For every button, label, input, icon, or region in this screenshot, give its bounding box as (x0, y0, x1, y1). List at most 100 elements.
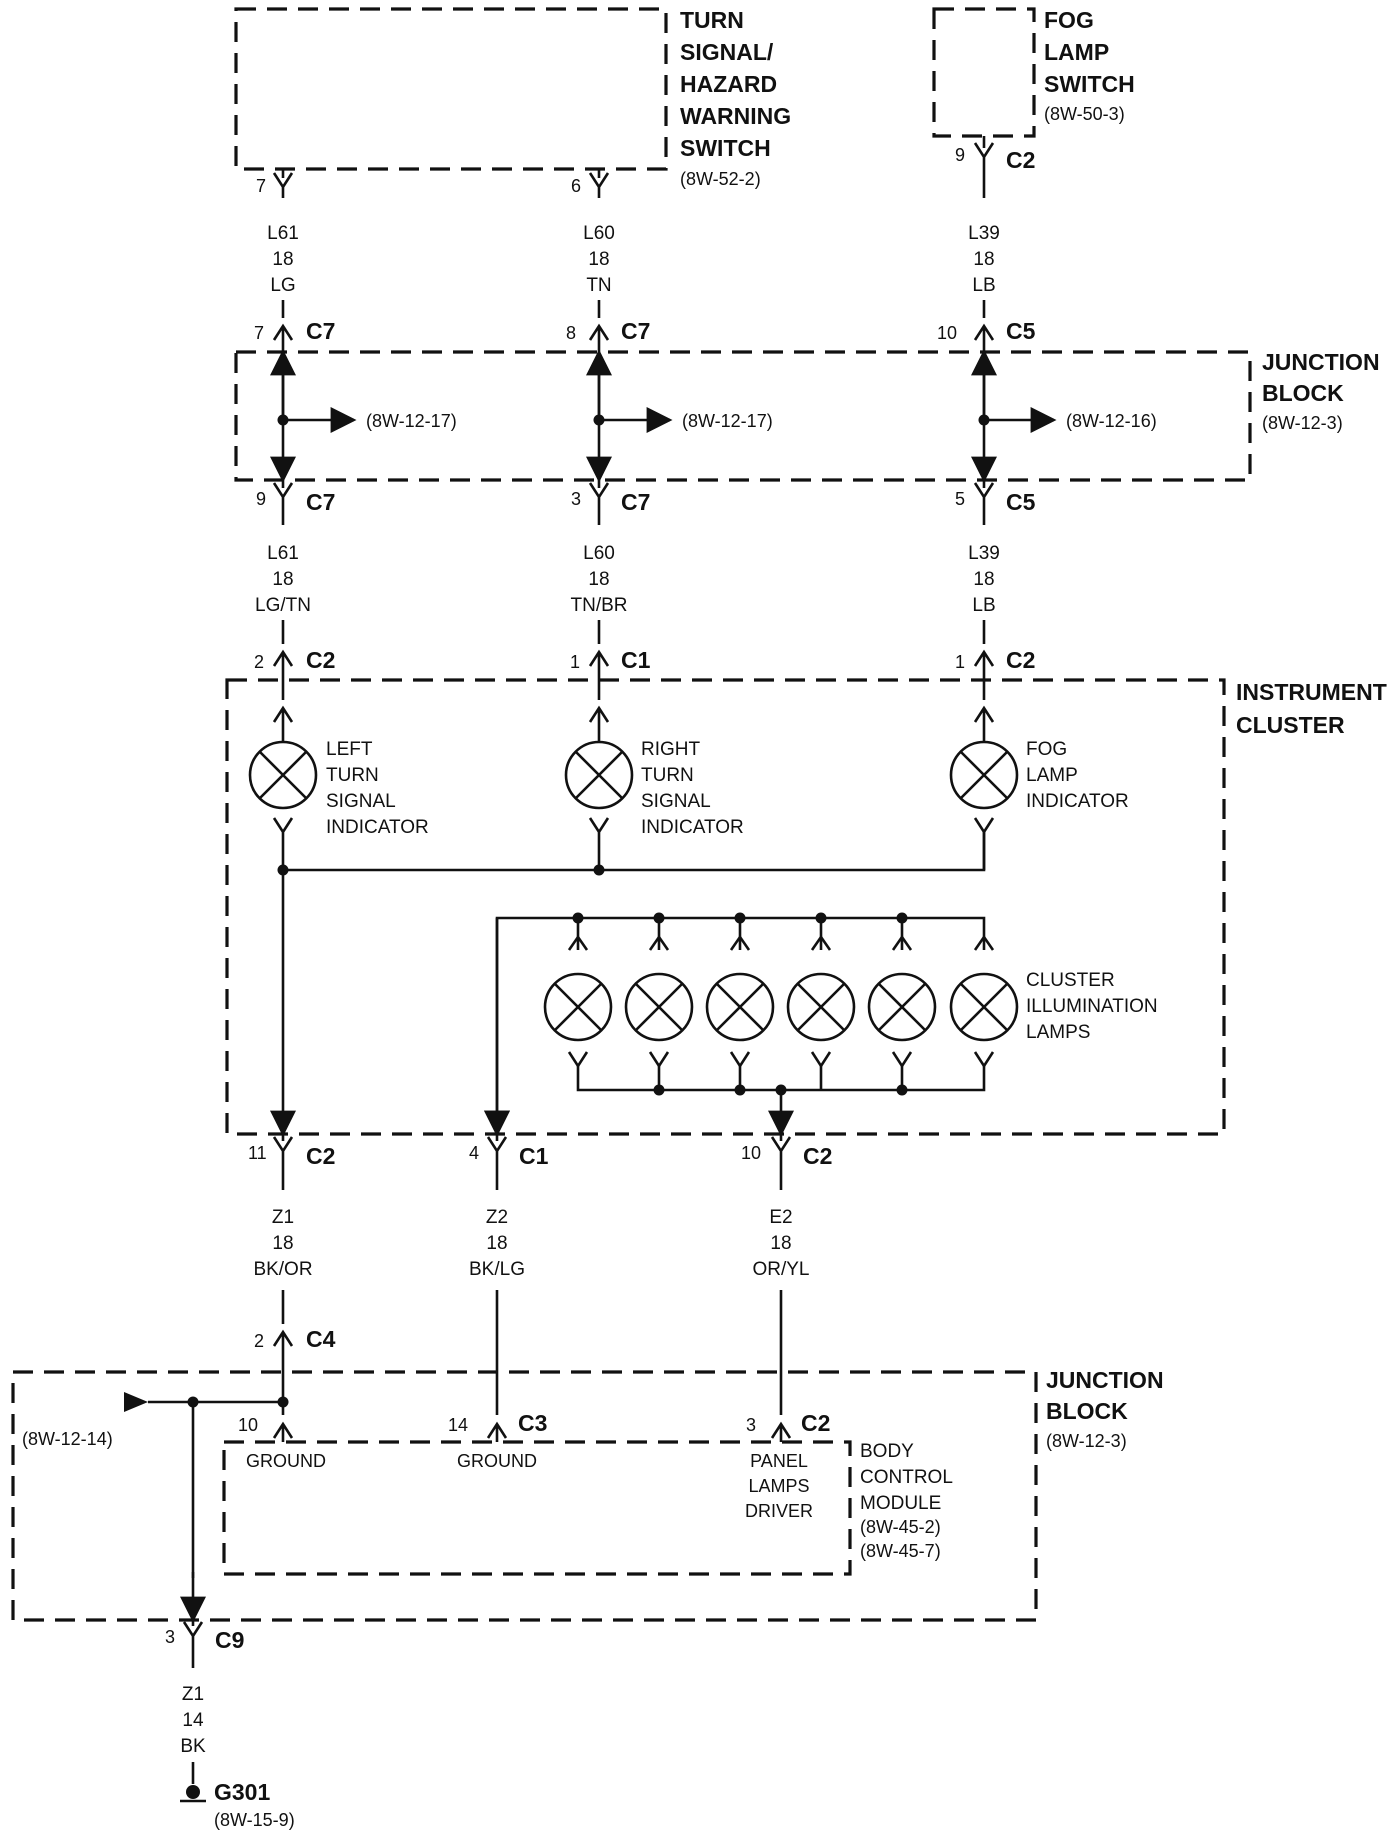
turn-switch-ref: (8W-52-2) (680, 169, 761, 189)
connector-jb2-c9-pin3: 3 C9 (165, 1620, 244, 1668)
svg-text:C9: C9 (215, 1627, 244, 1653)
cluster-illumination-lamps: CLUSTER ILLUMINATION LAMPS (484, 912, 1158, 1137)
right-turn-indicator-lamp: RIGHT TURN SIGNAL INDICATOR (564, 680, 744, 870)
svg-text:3: 3 (165, 1627, 175, 1647)
wire-z2-label: Z2 18 BK/LG (469, 1207, 525, 1280)
svg-text:C5: C5 (1006, 318, 1036, 344)
svg-text:LAMPS: LAMPS (1026, 1022, 1090, 1043)
connector-ic-c2-pin10: 10 C2 (741, 1134, 832, 1190)
fog-lamp-indicator-lamp: FOG LAMP INDICATOR (949, 680, 1129, 870)
svg-text:L39: L39 (968, 223, 1000, 244)
jb-top-label-1: JUNCTION (1262, 349, 1380, 375)
svg-text:18: 18 (272, 1233, 293, 1254)
svg-text:C2: C2 (1006, 647, 1035, 673)
svg-text:TN/BR: TN/BR (571, 595, 628, 616)
svg-text:9: 9 (256, 489, 266, 509)
svg-text:C2: C2 (1006, 147, 1035, 173)
fog-switch-label-2: LAMP (1044, 39, 1109, 65)
wire-e2-label: E2 18 OR/YL (752, 1207, 809, 1280)
svg-text:10: 10 (238, 1415, 258, 1435)
connector-fog-c2-pin9: 9 C2 (955, 136, 1035, 198)
connector-ts-pin7: 7 (256, 169, 294, 198)
ground-g301: G301 (8W-15-9) (180, 1762, 295, 1830)
svg-text:C2: C2 (801, 1410, 830, 1436)
jb-bottom-label-1: JUNCTION (1046, 1367, 1164, 1393)
ref-ground-branch: (8W-12-14) (22, 1429, 113, 1449)
junction-block-bottom: JUNCTION BLOCK (8W-12-3) (11, 1367, 1164, 1622)
connector-jb-c5-pin5: 5 C5 (955, 480, 1036, 525)
svg-text:2: 2 (254, 652, 264, 672)
turn-switch-label-2: SIGNAL/ (680, 39, 774, 65)
svg-text:RIGHT: RIGHT (641, 739, 701, 760)
junction-block-top: JUNCTION BLOCK (8W-12-3) (234, 349, 1380, 482)
connector-ic-c1-pin1: 1 C1 (570, 620, 651, 680)
svg-text:INDICATOR: INDICATOR (1026, 791, 1129, 812)
svg-text:C7: C7 (621, 489, 650, 515)
svg-text:OR/YL: OR/YL (752, 1259, 809, 1280)
connector-ic-c2-pin1: 1 C2 (955, 620, 1035, 680)
turn-switch-label-4: WARNING (680, 103, 791, 129)
connector-bcm-pin10: 10 (238, 1415, 294, 1442)
wire-l61-top-label: L61 18 LG (267, 223, 299, 296)
svg-text:C7: C7 (306, 489, 335, 515)
connector-jb-c7-pin3: 3 C7 (571, 480, 650, 525)
fog-switch-label-1: FOG (1044, 7, 1094, 33)
connector-bcm-c3-pin14: 14 C3 (448, 1290, 547, 1442)
svg-text:C5: C5 (1006, 489, 1036, 515)
svg-text:C4: C4 (306, 1326, 336, 1352)
bcm-ref-2: (8W-45-7) (860, 1541, 941, 1561)
jb-bottom-ref: (8W-12-3) (1046, 1431, 1127, 1451)
fog-lamp-switch: FOG LAMP SWITCH (8W-50-3) (932, 7, 1135, 138)
svg-text:9: 9 (955, 145, 965, 165)
fog-switch-ref: (8W-50-3) (1044, 104, 1125, 124)
bcm-label-1: BODY (860, 1441, 914, 1462)
svg-text:Z2: Z2 (486, 1207, 508, 1228)
bcm-pin-panel-3: DRIVER (745, 1501, 813, 1521)
connector-ic-c1-pin4: 4 C1 (469, 1134, 549, 1190)
svg-text:LAMP: LAMP (1026, 765, 1078, 786)
svg-text:10: 10 (741, 1143, 761, 1163)
connector-ic-c2-pin11: 11 C2 (248, 1134, 335, 1190)
svg-text:8: 8 (566, 323, 576, 343)
svg-text:C2: C2 (306, 647, 335, 673)
turn-signal-hazard-switch: TURN SIGNAL/ HAZARD WARNING SWITCH (8W-5… (234, 7, 791, 189)
svg-text:BK: BK (180, 1736, 206, 1757)
connector-bcm-c2-pin3: 3 C2 (746, 1290, 830, 1442)
jb-bottom-ground-splice: (8W-12-14) (22, 1372, 289, 1623)
svg-text:2: 2 (254, 1331, 264, 1351)
jb-top-internal-wiring: (8W-12-17) (8W-12-17) (8W-12-16) (270, 349, 1157, 483)
svg-text:BK/LG: BK/LG (469, 1259, 525, 1280)
svg-text:14: 14 (448, 1415, 468, 1435)
svg-text:C1: C1 (621, 647, 651, 673)
turn-switch-label-1: TURN (680, 7, 744, 33)
svg-text:3: 3 (746, 1415, 756, 1435)
ground-ref: (8W-15-9) (214, 1810, 295, 1830)
wire-l39-bottom-label: L39 18 LB (968, 543, 1000, 616)
ref-l39-branch: (8W-12-16) (1066, 411, 1157, 431)
cluster-label-2: CLUSTER (1236, 712, 1345, 738)
svg-text:11: 11 (248, 1143, 267, 1163)
indicator-return-bus (270, 832, 986, 1137)
svg-text:L39: L39 (968, 543, 1000, 564)
fog-switch-label-3: SWITCH (1044, 71, 1135, 97)
bcm-label-3: MODULE (860, 1493, 941, 1514)
svg-text:14: 14 (182, 1710, 204, 1731)
svg-text:LB: LB (972, 595, 995, 616)
wire-z1-ground-label: Z1 14 BK (180, 1684, 206, 1757)
svg-text:E2: E2 (769, 1207, 792, 1228)
bcm-ref-1: (8W-45-2) (860, 1517, 941, 1537)
svg-text:INDICATOR: INDICATOR (641, 817, 744, 838)
connector-ic-c2-pin2: 2 C2 (254, 620, 335, 680)
svg-text:1: 1 (955, 652, 965, 672)
bcm-pin-panel-1: PANEL (750, 1451, 808, 1471)
wire-l61-bottom-label: L61 18 LG/TN (255, 543, 311, 616)
svg-text:TN: TN (586, 275, 611, 296)
body-control-module: GROUND GROUND PANEL LAMPS DRIVER BODY CO… (222, 1440, 953, 1576)
svg-text:LG: LG (270, 275, 295, 296)
left-turn-indicator-lamp: LEFT TURN SIGNAL INDICATOR (248, 680, 429, 870)
svg-text:LEFT: LEFT (326, 739, 373, 760)
ground-name: G301 (214, 1779, 270, 1805)
svg-text:18: 18 (272, 249, 293, 270)
bcm-label-2: CONTROL (860, 1467, 953, 1488)
svg-text:C1: C1 (519, 1143, 549, 1169)
